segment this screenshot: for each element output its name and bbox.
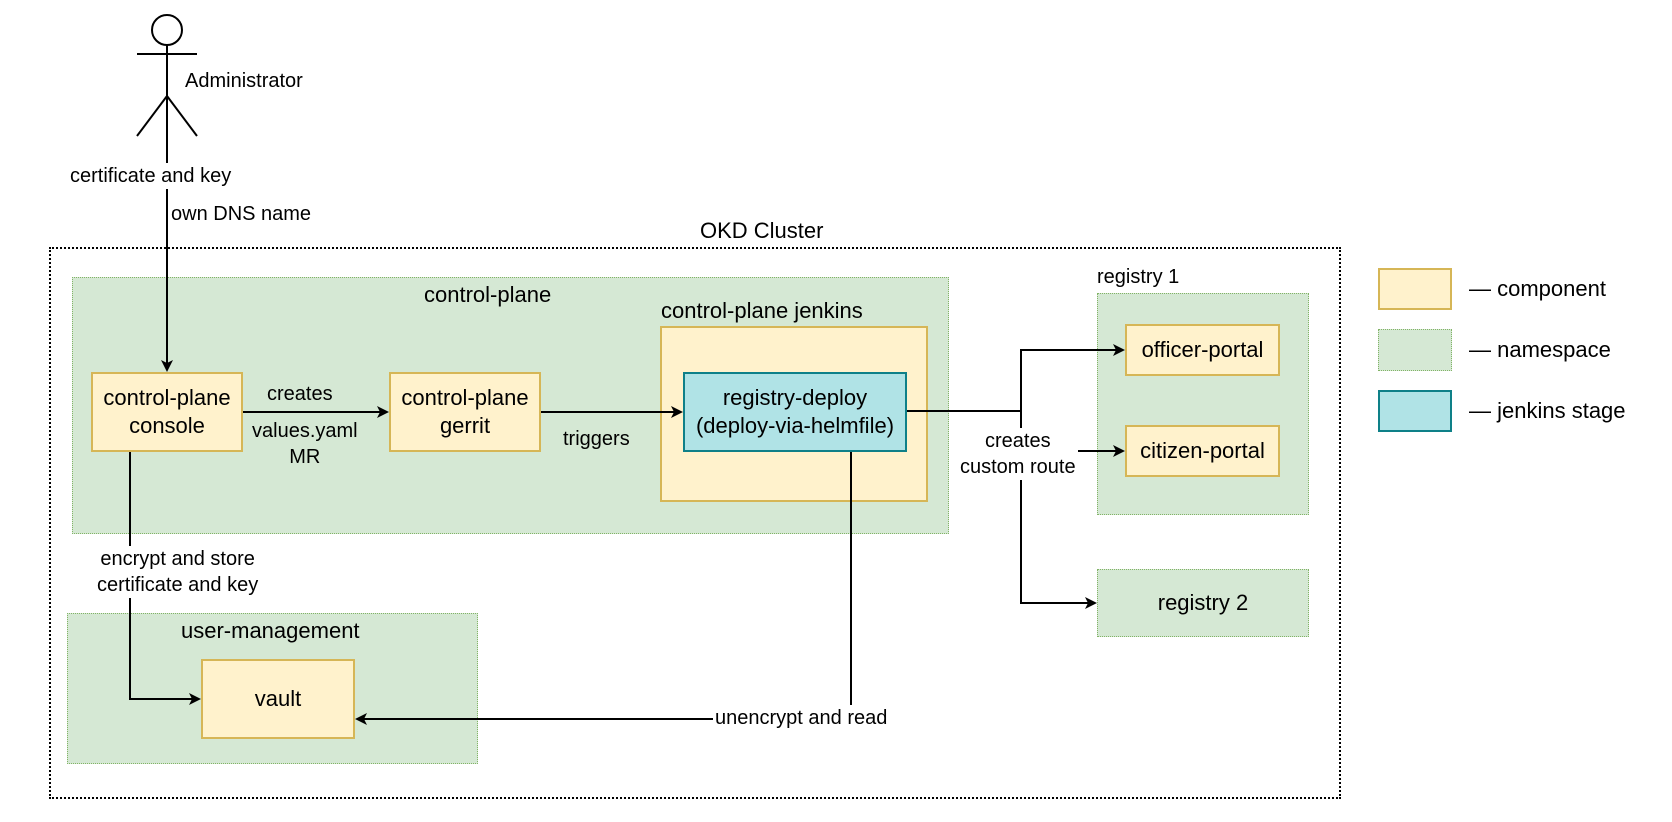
edge-label-creates: creates — [267, 383, 333, 405]
administrator-label: Administrator — [185, 70, 303, 92]
okd-cluster-title: OKD Cluster — [700, 218, 824, 243]
namespace-registry-1-title: registry 1 — [1097, 266, 1180, 288]
edge-deploy-to-registry-2 — [1020, 451, 1097, 609]
legend-namespace-label: — namespace — [1469, 337, 1611, 362]
edge-deploy-to-vault — [355, 452, 852, 725]
vault: vault — [201, 659, 355, 739]
legend-component-swatch — [1378, 268, 1452, 310]
edge-label-unencrypt-and-read: unencrypt and read — [713, 705, 890, 731]
legend-jenkins-stage-label: — jenkins stage — [1469, 398, 1626, 423]
edge-label-values-yaml-mr: values.yaml MR — [252, 420, 358, 468]
edge-label-own-dns-name: own DNS name — [169, 201, 314, 227]
namespace-registry-2: registry 2 — [1097, 569, 1309, 637]
namespace-user-management-title: user-management — [181, 618, 360, 643]
edge-label-certificate-and-key: certificate and key — [68, 163, 234, 189]
administrator-actor-icon — [136, 14, 198, 137]
citizen-portal: citizen-portal — [1125, 425, 1280, 477]
control-plane-console: control-plane console — [91, 372, 243, 452]
namespace-control-plane-title: control-plane — [424, 282, 552, 307]
registry-deploy-stage: registry-deploy (deploy-via-helmfile) — [683, 372, 907, 452]
edge-label-creates-custom-route: creates custom route — [958, 428, 1078, 480]
legend-component-label: — component — [1469, 276, 1606, 301]
legend-jenkins-stage-swatch — [1378, 390, 1452, 432]
legend: — component — namespace — jenkins stage — [1375, 262, 1655, 442]
officer-portal: officer-portal — [1125, 324, 1280, 376]
control-plane-jenkins-title: control-plane jenkins — [661, 298, 863, 323]
legend-namespace-swatch — [1378, 329, 1452, 371]
edge-label-triggers: triggers — [563, 428, 630, 450]
okd-cluster-boundary — [49, 247, 1341, 799]
edge-deploy-to-officer-portal — [907, 344, 1125, 412]
control-plane-gerrit: control-plane gerrit — [389, 372, 541, 452]
edge-label-encrypt-and-store: encrypt and store certificate and key — [95, 546, 261, 598]
edge-console-to-vault — [129, 452, 201, 705]
